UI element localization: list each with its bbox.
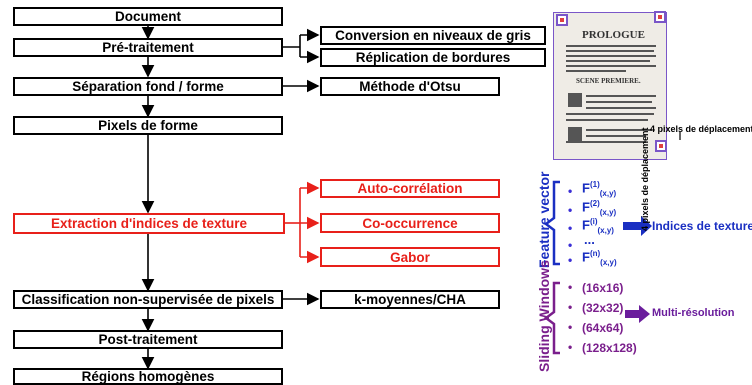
offset-vertical-label: 4 pixels de déplacement xyxy=(640,127,650,231)
feature-vector-label: Feature vector xyxy=(536,171,552,268)
multi-resolution-label: Multi-résolution xyxy=(652,307,735,319)
document-box: Document xyxy=(13,7,283,26)
feature-item-2: F(2)(x,y) xyxy=(582,199,617,217)
replication-box: Réplication de bordures xyxy=(320,48,546,67)
window-size-128: (128x128) xyxy=(582,341,637,355)
window-size-16: (16x16) xyxy=(582,281,624,295)
cooccurrence-box: Co-occurrence xyxy=(320,213,500,233)
otsu-box: Méthode d'Otsu xyxy=(320,77,500,96)
feature-item-1: F(1)(x,y) xyxy=(582,180,617,198)
indices-texture-label: Indices de texture xyxy=(652,219,752,233)
offset-horizontal-label: 4 pixels de déplacement xyxy=(650,124,752,134)
post-traitement-box: Post-traitement xyxy=(13,330,283,349)
window-corner-tr xyxy=(654,11,666,23)
window-corner-br xyxy=(655,140,667,152)
classification-box: Classification non-supervisée de pixels xyxy=(13,290,283,309)
window-size-64: (64x64) xyxy=(582,321,624,335)
autocorrelation-box: Auto-corrélation xyxy=(320,179,500,198)
doc-title: PROLOGUE xyxy=(582,29,645,41)
extraction-box: Extraction d'indices de texture xyxy=(13,213,285,234)
conversion-box: Conversion en niveaux de gris xyxy=(320,26,546,45)
sliding-windows-label: Sliding Windows xyxy=(536,260,552,372)
doc-subtitle: SCENE PREMIERE. xyxy=(576,77,641,85)
window-size-32: (32x32) xyxy=(582,301,624,315)
feature-item-n: F(n)(x,y) xyxy=(582,249,617,267)
kmeans-box: k-moyennes/CHA xyxy=(320,290,500,309)
feature-item-ellipsis: ... xyxy=(584,232,595,247)
window-corner-tl xyxy=(556,14,568,26)
pretraitement-box: Pré-traitement xyxy=(13,38,283,57)
separation-box: Séparation fond / forme xyxy=(13,77,283,96)
feature-item-i: F(i)(x,y) xyxy=(582,217,614,235)
gabor-box: Gabor xyxy=(320,247,500,267)
pixels-forme-box: Pixels de forme xyxy=(13,116,283,135)
regions-box: Régions homogènes xyxy=(13,368,283,385)
document-image: PROLOGUE SCENE PREMIERE. xyxy=(553,12,667,160)
